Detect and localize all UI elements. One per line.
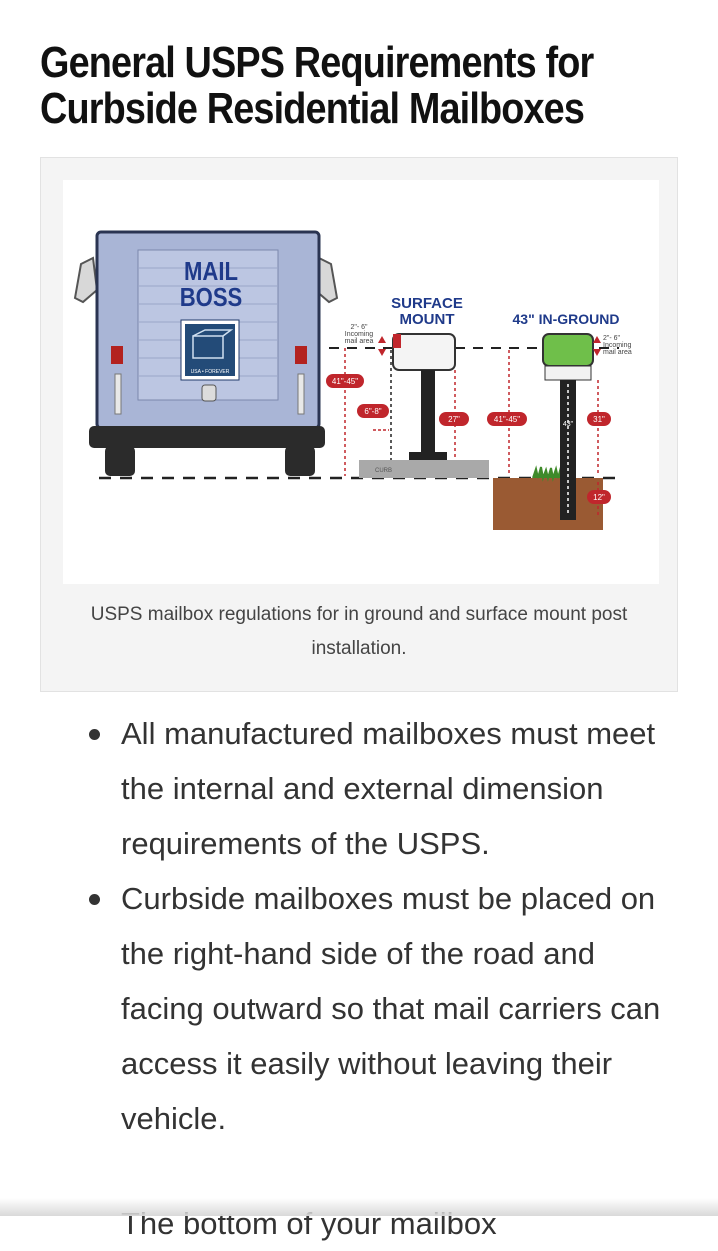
label-post-height: 41"-45"	[494, 415, 520, 424]
label-bury-depth: 12"	[593, 493, 605, 502]
article-heading: General USPS Requirements for Curbside R…	[40, 38, 594, 133]
svg-text:mail area: mail area	[603, 349, 632, 356]
list-item: Curbside mailboxes must be placed on the…	[86, 871, 686, 1146]
label-inground-post: 31"	[593, 415, 605, 424]
svg-text:Incoming: Incoming	[603, 342, 632, 349]
label-truck-height: 41"-45"	[332, 377, 358, 386]
label-curb: CURB	[375, 468, 392, 474]
stamp-text: USA • FOREVER	[191, 369, 230, 375]
figure-caption: USPS mailbox regulations for in ground a…	[90, 604, 628, 659]
svg-text:mail area: mail area	[345, 338, 374, 345]
title-surface-line1: SURFACE	[391, 295, 463, 312]
figure: MAIL BOSS USA • FOREVER 41"-45"	[40, 157, 678, 692]
svg-text:2"- 6": 2"- 6"	[603, 335, 621, 342]
bottom-edge-shadow	[0, 1198, 718, 1216]
title-surface-line2: MOUNT	[400, 311, 455, 328]
title-inground: 43" IN-GROUND	[513, 311, 620, 327]
label-post-total: 43"	[563, 421, 574, 428]
list-item: All manufactured mailboxes must meet the…	[86, 706, 686, 871]
label-surface-post: 27"	[448, 415, 460, 424]
brand-text-mail: MAIL	[184, 257, 238, 286]
mailbox-regulations-diagram: MAIL BOSS USA • FOREVER 41"-45"	[63, 180, 659, 584]
brand-text-boss: BOSS	[180, 283, 243, 312]
requirements-list: All manufactured mailboxes must meet the…	[86, 706, 686, 1146]
label-offset: 6"-8"	[364, 407, 381, 416]
svg-text:2"- 6": 2"- 6"	[350, 324, 368, 331]
svg-text:Incoming: Incoming	[345, 331, 374, 338]
